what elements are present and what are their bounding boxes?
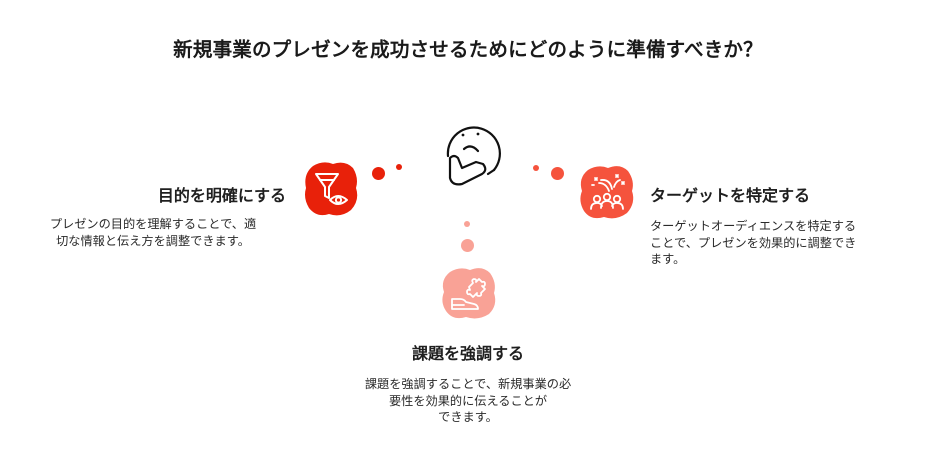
node-problem-description: 課題を強調することで、新規事業の必 要性を効果的に伝えることが できます。 xyxy=(364,377,572,424)
puzzle-hand-icon xyxy=(451,278,486,310)
node-purpose-description: プレゼンの目的を理解することで、適 切な情報と伝え方を調整できます。 xyxy=(49,217,257,248)
node-target-description: ターゲットオーディエンスを特定する ことで、プレゼンを効果的に調整でき ます。 xyxy=(650,219,857,266)
node-target-title: ターゲットを特定する xyxy=(650,186,811,205)
diagram-title: 新規事業のプレゼンを成功させるためにどのように準備すべきか？ xyxy=(173,38,763,61)
connector-dot xyxy=(464,221,470,227)
audience-celebration-icon xyxy=(590,174,625,210)
funnel-eye-icon xyxy=(315,173,348,205)
connector-dot xyxy=(372,167,385,180)
connector-dot xyxy=(461,239,474,252)
connector-dot xyxy=(533,165,539,171)
connector-dot xyxy=(396,164,402,170)
node-purpose-icon-blob xyxy=(303,160,359,218)
connector-dot xyxy=(551,167,564,180)
node-problem-icon-blob xyxy=(440,265,498,321)
thinking-face-icon xyxy=(436,118,506,198)
node-purpose-title: 目的を明確にする xyxy=(157,186,286,205)
node-problem-title: 課題を強調する xyxy=(411,344,524,363)
node-target-icon-blob xyxy=(578,163,636,221)
